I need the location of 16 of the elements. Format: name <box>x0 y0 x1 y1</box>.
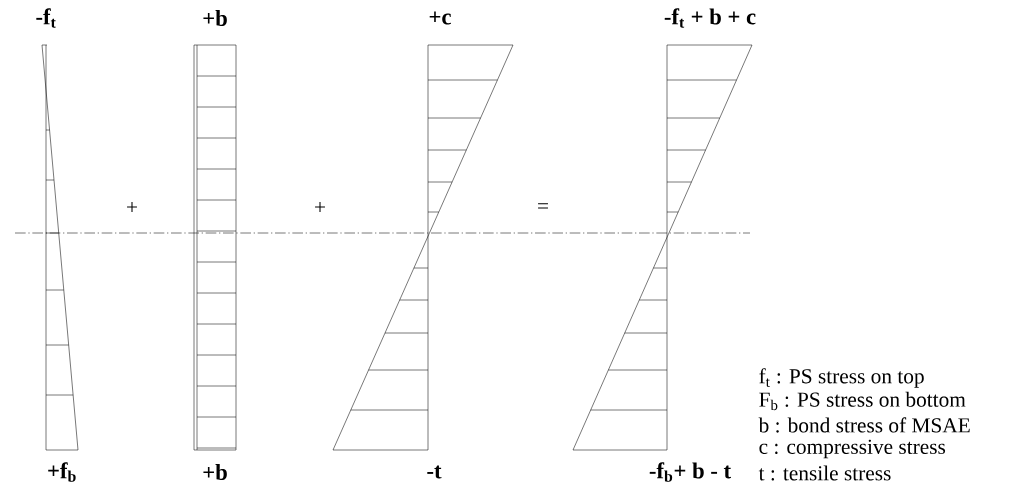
stress-label: -f$_{b}$+ b - t <box>649 462 731 482</box>
legend-text: f$_{t}$ : PS stress on top <box>759 368 924 388</box>
stress-label: +f$_{b}$ <box>48 462 76 482</box>
operator-sign: + <box>127 202 137 212</box>
operator-sign: = <box>538 203 548 209</box>
stress-label: +b <box>203 464 227 480</box>
stress-label: -f$_{t}$ <box>36 8 56 28</box>
operator-sign: + <box>315 202 325 212</box>
legend-text: c : compressive stress <box>759 439 946 459</box>
legend-text: F$_{b}$ : PS stress on bottom <box>759 391 966 411</box>
stress-label: -f$_{t}$ + b + c <box>664 8 756 28</box>
stress-label: +c <box>429 11 451 25</box>
legend-text: t : tensile stress <box>758 465 891 481</box>
legend-text: b : bond stress of MSAE <box>758 417 970 433</box>
stress-label: +b <box>203 10 227 26</box>
stress-label: -t <box>427 465 442 479</box>
